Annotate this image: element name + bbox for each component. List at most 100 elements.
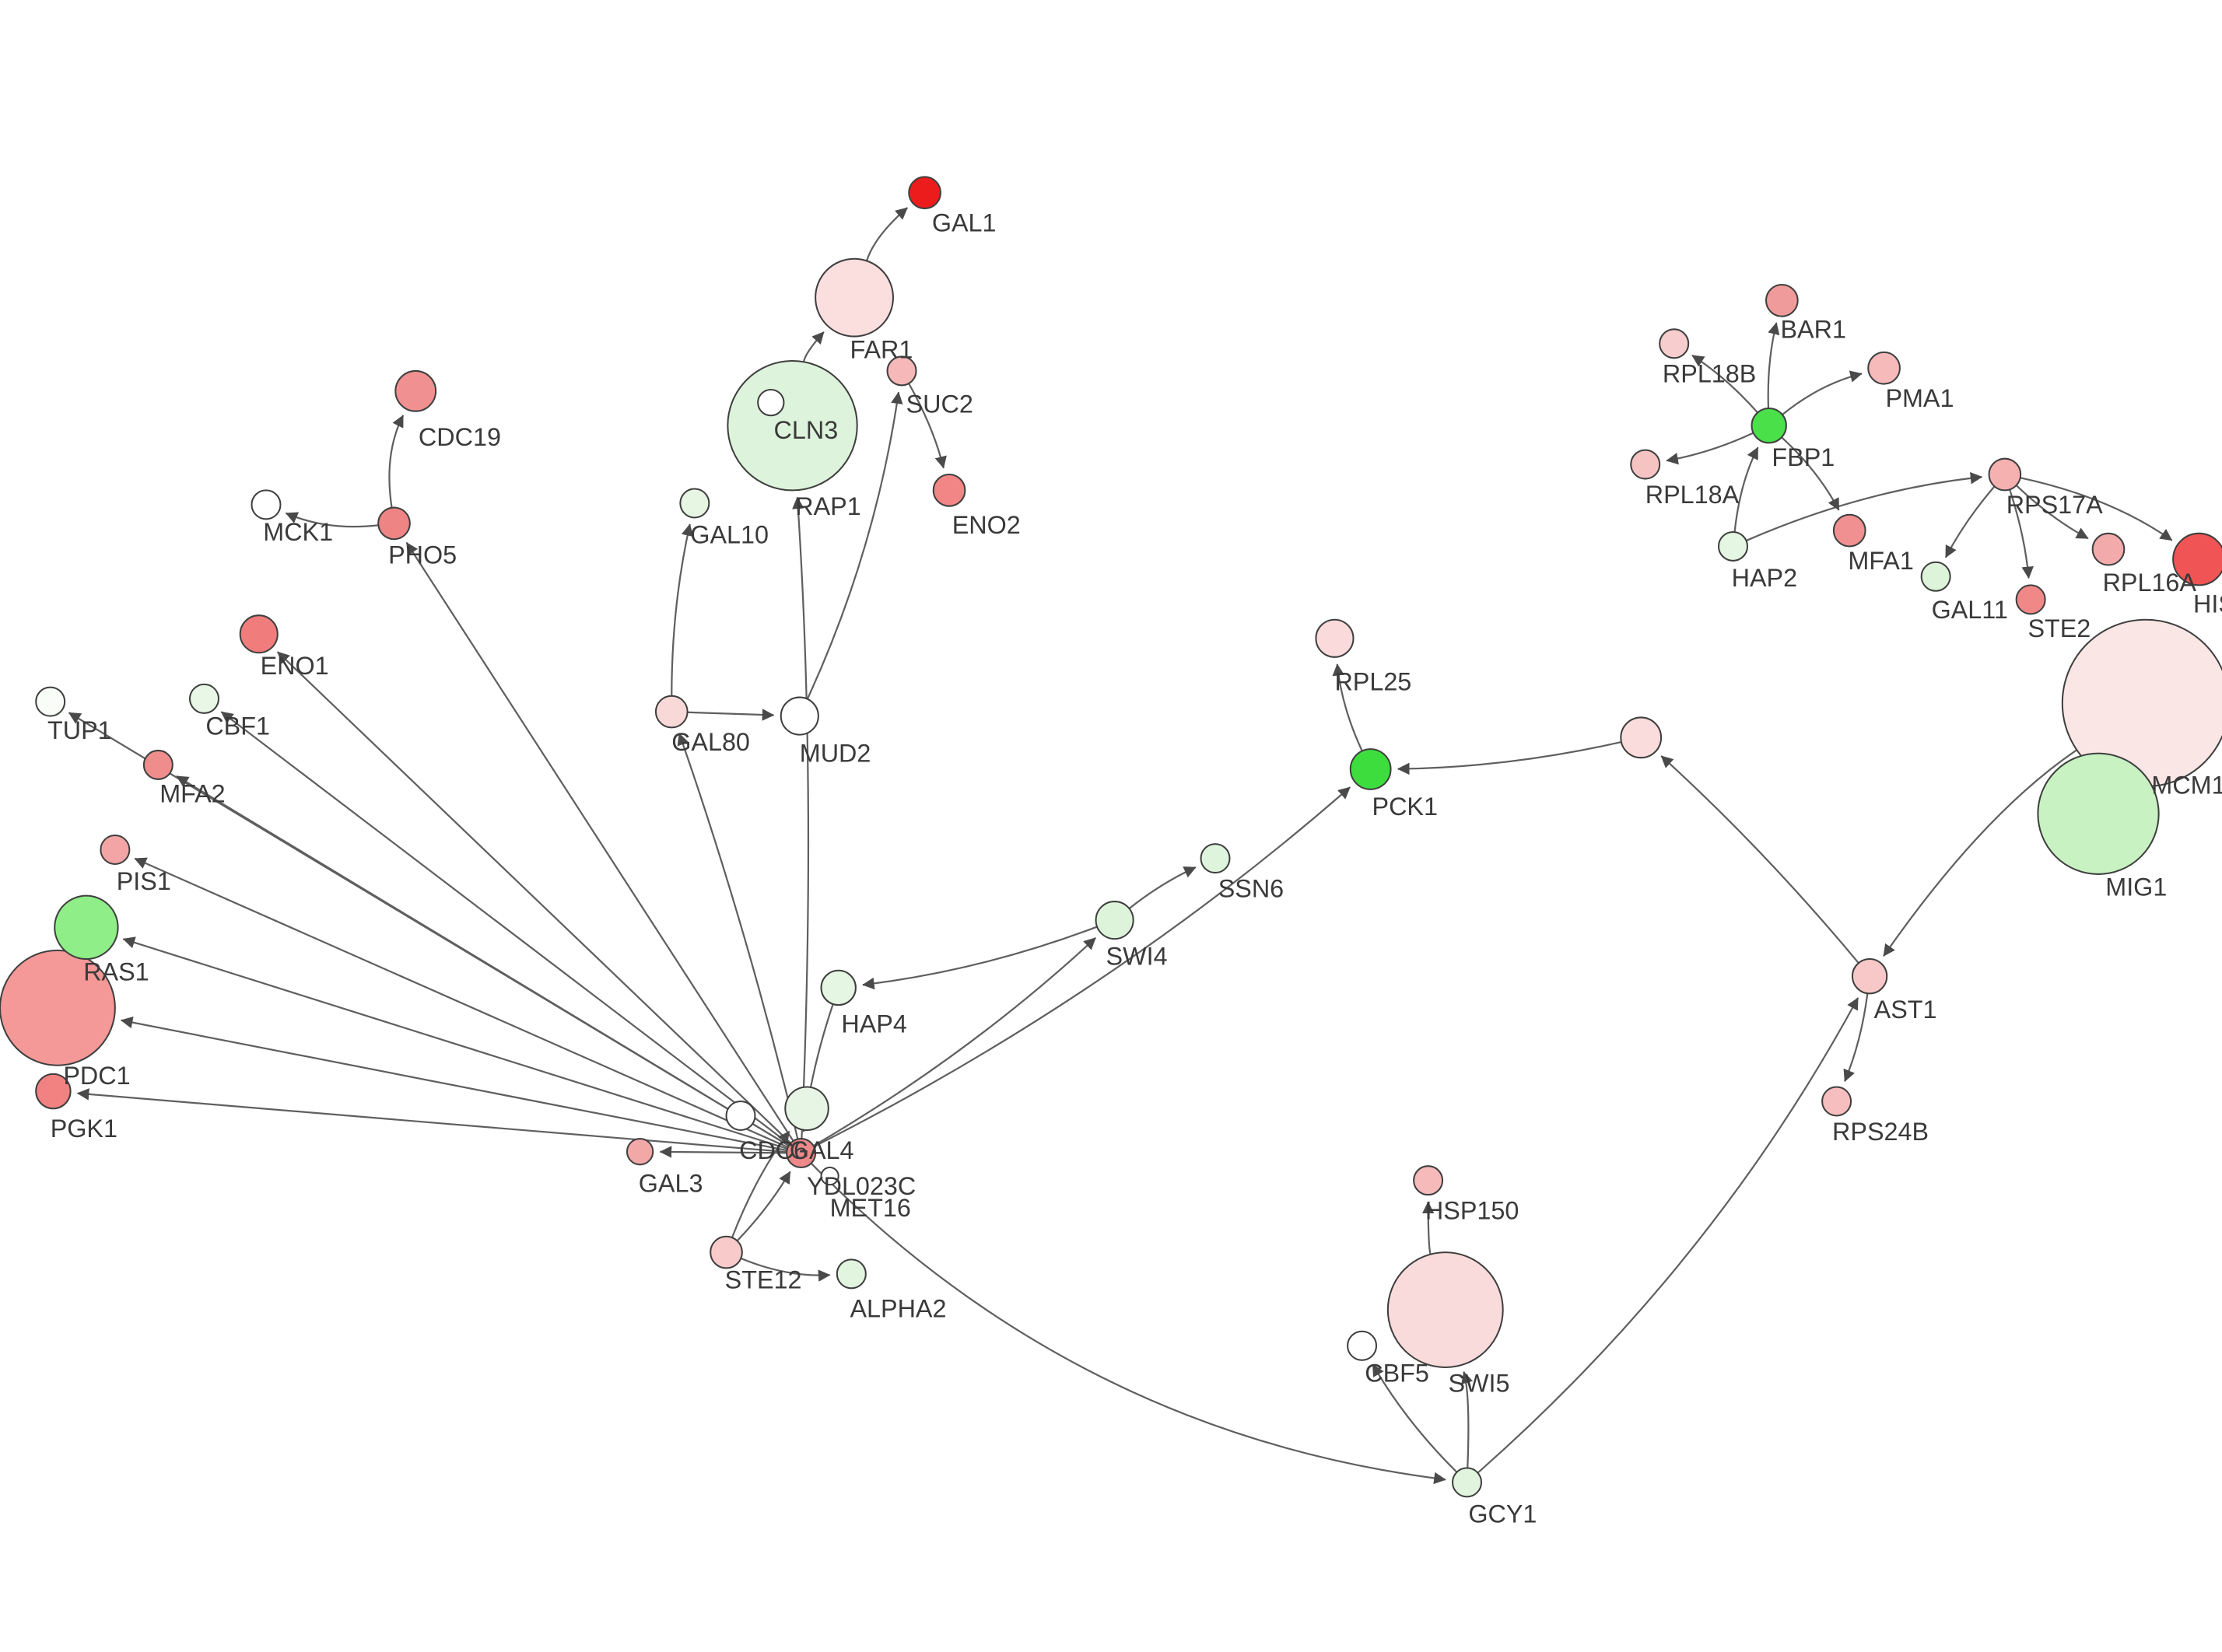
node-ALPHA2[interactable] [836, 1258, 867, 1290]
node-RPL16A[interactable] [2091, 532, 2126, 566]
edge-RPS17A-HIS4[interactable] [2020, 477, 2173, 541]
node-PGK1[interactable] [35, 1073, 72, 1110]
edge-GCY1-SWI5[interactable] [1461, 1370, 1474, 1468]
node-GAL11[interactable] [1920, 561, 1951, 592]
edge-GAL4-GAL80[interactable] [677, 733, 799, 1139]
edge-FAR1-GAL1[interactable] [865, 207, 908, 261]
edge-FBP1-RPL18A[interactable] [1666, 432, 1754, 465]
node-FBP1[interactable] [1751, 407, 1787, 444]
edge-PCK1-RPL25[interactable] [1332, 663, 1363, 751]
node-SUC2[interactable] [886, 355, 917, 387]
node-RPS17A[interactable] [1988, 457, 2022, 492]
node-STE2[interactable] [2015, 584, 2046, 615]
edge-MCM1-AST1[interactable] [1883, 749, 2077, 957]
edge-GAL4-PGK1[interactable] [76, 1088, 787, 1153]
node-CDC6[interactable] [725, 1100, 756, 1131]
edge-GAL4-ENO1[interactable] [277, 651, 792, 1144]
edge-GCY1-CBF5[interactable] [1372, 1363, 1458, 1473]
edge-GAL4-GCY1[interactable] [810, 1162, 1446, 1485]
node-YDL023C[interactable] [784, 1086, 829, 1131]
node-PIS1[interactable] [100, 834, 131, 866]
edge-FBP1-MFA1[interactable] [1781, 436, 1840, 511]
edge-MUD2-SUC2[interactable] [806, 391, 903, 700]
node-GAL10[interactable] [679, 488, 710, 519]
edge-STE12-YDL023C[interactable] [731, 1130, 790, 1238]
node-GCY1[interactable] [1452, 1467, 1483, 1498]
edge-FBP1-PMA1[interactable] [1782, 370, 1863, 415]
edge-GAL4-SWI4[interactable] [812, 937, 1096, 1147]
edge-RPS17A-GAL11[interactable] [1944, 485, 1996, 558]
edge-GAL4-PCK1[interactable] [813, 786, 1351, 1148]
node-HIS4[interactable] [2172, 532, 2222, 586]
node-HAP2[interactable] [1717, 530, 1748, 562]
edge-GAL4-GAL3[interactable] [659, 1146, 787, 1158]
edge-FBP1-BAR1[interactable] [1767, 322, 1780, 409]
node-GAL80[interactable] [654, 695, 689, 729]
node-RPS24B[interactable] [1821, 1086, 1852, 1117]
edge-GAL4-CLN3[interactable] [792, 496, 810, 1139]
edge-HAP2-RPS17A[interactable] [1746, 472, 1983, 542]
node-STE12[interactable] [710, 1235, 743, 1269]
node-PHO5[interactable] [377, 506, 411, 541]
node-GAL3[interactable] [626, 1138, 654, 1166]
node-CBF1[interactable] [188, 683, 219, 714]
node-GAL4[interactable] [786, 1138, 817, 1169]
edge-SWI4-HAP4[interactable] [862, 926, 1098, 990]
node-RAS1[interactable] [54, 894, 119, 961]
node-HSP150[interactable] [1413, 1165, 1444, 1196]
edge-GAL4-PHO5[interactable] [405, 541, 794, 1142]
edge-SUC2-ENO2[interactable] [908, 383, 947, 469]
node-SWI5[interactable] [1386, 1251, 1504, 1368]
edge-CLN3-FAR1[interactable] [802, 331, 825, 362]
node-PMA1[interactable] [1867, 351, 1901, 385]
node-MCK1[interactable] [251, 489, 282, 520]
node-MFA1[interactable] [1832, 513, 1866, 548]
node-SSN6[interactable] [1200, 843, 1231, 874]
node-ENO1[interactable] [239, 614, 279, 654]
node-TUP1[interactable] [35, 686, 66, 717]
node-GAL1[interactable] [908, 176, 941, 210]
edge-AST1-RPS24B[interactable] [1843, 993, 1869, 1083]
node-MUD2[interactable] [780, 696, 819, 736]
edge-GAL80-GAL10[interactable] [671, 523, 694, 696]
edge-RPS17A-RPL16A[interactable] [2015, 485, 2089, 540]
node-SWI4[interactable] [1095, 901, 1134, 940]
node-FAR1[interactable] [815, 257, 894, 338]
edge-GAL4-CBF1[interactable] [220, 711, 790, 1146]
edge-RPS17A-STE2[interactable] [2009, 489, 2034, 579]
edge-STE12-GAL4[interactable] [736, 1171, 791, 1242]
edge-GAL4-RAS1[interactable] [122, 936, 788, 1150]
edge-SWI4-SSN6[interactable] [1128, 866, 1197, 909]
edge-GCY1-AST1[interactable] [1477, 997, 1859, 1474]
node-ENO2[interactable] [932, 474, 966, 507]
node-PCK1[interactable] [1349, 748, 1392, 790]
node-unlabeled[interactable] [1620, 716, 1663, 759]
node-RPL18B[interactable] [1659, 328, 1690, 359]
edge-GAL4-MFA2[interactable] [176, 775, 790, 1146]
edge-SWI5-HSP150[interactable] [1421, 1201, 1435, 1255]
edge-GAL4-PDC1[interactable] [120, 1016, 787, 1152]
edge-STE12-ALPHA2[interactable] [740, 1257, 831, 1282]
node-HAP4[interactable] [820, 969, 857, 1006]
edge-PHO5-MCK1[interactable] [285, 512, 379, 528]
edge-AST1-NODE_X[interactable] [1660, 755, 1859, 964]
node-BAR1[interactable] [1765, 284, 1799, 317]
node-RPL18A[interactable] [1630, 449, 1661, 480]
node-CDC19[interactable] [394, 369, 437, 412]
node-MET16[interactable] [820, 1167, 839, 1186]
edge-PHO5-CDC19[interactable] [388, 415, 405, 508]
node-MFA2[interactable] [142, 749, 173, 780]
node-MIG1[interactable] [2037, 752, 2160, 875]
node-CBF5[interactable] [1347, 1330, 1378, 1361]
node-RPL25[interactable] [1315, 618, 1355, 658]
edge-NODE_X-PCK1[interactable] [1397, 740, 1622, 775]
node-PDC1[interactable] [0, 949, 116, 1066]
edge-HAP2-FBP1[interactable] [1733, 446, 1759, 533]
node-AST1[interactable] [1851, 957, 1888, 995]
node-RAP1[interactable] [757, 388, 785, 417]
node-CLN3[interactable] [727, 359, 858, 492]
edge-FBP1-RPL18B[interactable] [1691, 355, 1758, 414]
edge-GAL80-MUD2[interactable] [687, 709, 775, 721]
